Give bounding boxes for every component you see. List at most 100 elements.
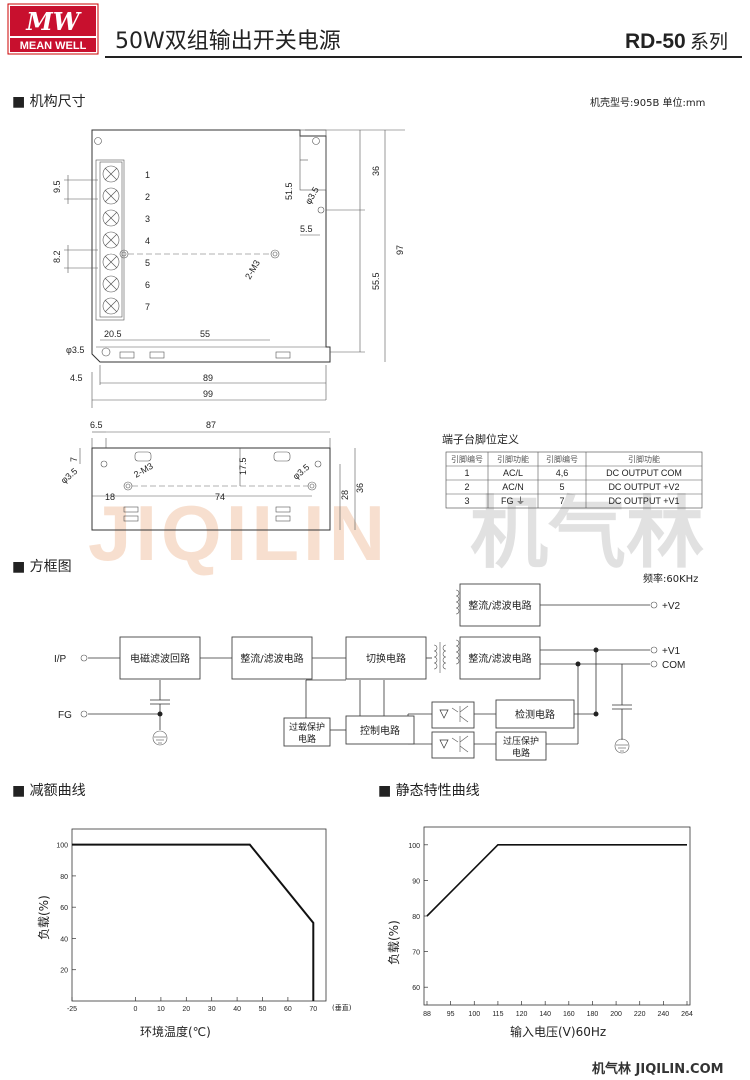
detection-box xyxy=(495,699,575,729)
derating-y-tick-label: 20 xyxy=(60,968,68,975)
com-terminal xyxy=(650,660,658,668)
pin-table-cell: 1 xyxy=(464,468,469,478)
static-y-tick-label: 80 xyxy=(412,914,420,921)
static-y-tick-label: 90 xyxy=(412,878,420,885)
dim-7: 7 xyxy=(69,457,79,462)
rectifier-box xyxy=(231,636,313,680)
rectifier-v2-label: 整流/滤波电路 xyxy=(468,599,531,612)
static-xlabel: 输入电压(V)60Hz xyxy=(510,1024,606,1039)
static-y-tick-label: 70 xyxy=(412,950,420,957)
derating-y-tick-label: 60 xyxy=(60,905,68,912)
dim-17-5: 17.5 xyxy=(238,457,248,475)
static-x-tick-label: 120 xyxy=(516,1011,528,1018)
derating-x-tick-label: 60 xyxy=(284,1006,292,1013)
static-plot-frame xyxy=(423,826,691,1006)
derating-x-tick-label: -25 xyxy=(67,1006,77,1013)
watermark-cjk: 机气林 xyxy=(470,489,704,579)
top-view-drawing xyxy=(64,129,405,408)
optocoupler-icon xyxy=(431,701,475,729)
derating-y-tick-label: 100 xyxy=(56,843,68,850)
dim-8-2: 8.2 xyxy=(52,250,62,263)
derating-y-tick-label: 40 xyxy=(60,936,68,943)
v1-label: +V1 xyxy=(662,646,681,657)
pin-label-4: 4 xyxy=(145,236,150,246)
ocp-label-1: 过载保护 xyxy=(289,721,325,733)
derating-xlabel: 环境温度(℃) xyxy=(140,1024,211,1039)
pin-table-header: 引脚编号 xyxy=(546,454,578,464)
derating-plot-frame xyxy=(71,828,327,1002)
static-x-tick-label: 95 xyxy=(447,1011,455,1018)
static-x-tick-label: 160 xyxy=(563,1011,575,1018)
pin-table-cell: 5 xyxy=(559,482,564,492)
fg-terminal xyxy=(80,710,88,718)
control-box xyxy=(345,715,415,745)
dim-89: 89 xyxy=(203,373,213,383)
dim-51-5: 51.5 xyxy=(284,182,294,200)
section-derating: ■ 减额曲线 xyxy=(12,783,86,799)
pin-table-cell: DC OUTPUT +V1 xyxy=(608,496,679,506)
pin-table-cell: 7 xyxy=(559,496,564,506)
ground-symbol xyxy=(152,730,168,746)
logo-mark: MW xyxy=(25,7,82,36)
pin-table-cell: 4,6 xyxy=(556,468,569,478)
ocp-box xyxy=(283,717,331,747)
derating-x-tick-label: 40 xyxy=(233,1006,241,1013)
side-view-drawing xyxy=(79,431,356,531)
ovp-label-1: 过压保护 xyxy=(503,735,539,747)
pin-table-cell: 2 xyxy=(464,482,469,492)
pin-label-2: 2 xyxy=(145,192,150,202)
pin-table: 端子台脚位定义 引脚编号 引脚功能 引脚编号 引脚功能 1 AC/L 4,6 D… xyxy=(442,432,703,509)
static-x-tick-label: 240 xyxy=(658,1011,670,1018)
dim-4-5: 4.5 xyxy=(70,373,83,383)
control-label: 控制电路 xyxy=(360,724,400,737)
pin-label-7: 7 xyxy=(145,302,150,312)
pin-table-header: 引脚功能 xyxy=(628,454,660,464)
dim-phi-3-5-a: φ3.5 xyxy=(66,345,84,355)
pin-table-title: 端子台脚位定义 xyxy=(442,432,519,446)
dim-2-m3-b: 2-M3 xyxy=(132,461,155,480)
static-x-tick-label: 264 xyxy=(681,1011,693,1018)
derating-x-tick-label: 70 xyxy=(309,1006,317,1013)
ip-terminal xyxy=(80,654,88,662)
optocoupler-icon xyxy=(431,731,475,759)
pin-table-header: 引脚编号 xyxy=(451,454,483,464)
pin-label-3: 3 xyxy=(145,214,150,224)
dim-97: 97 xyxy=(395,245,405,255)
rectifier-v2-box xyxy=(459,583,541,627)
dim-phi-3-5-c: φ3.5 xyxy=(59,466,79,485)
com-label: COM xyxy=(662,660,685,671)
dim-phi-3-5-d: φ3.5 xyxy=(291,462,311,481)
static-ylabel: 负载(%) xyxy=(387,920,401,965)
derating-x-tick-label: 0 xyxy=(134,1006,138,1013)
dim-20-5: 20.5 xyxy=(104,329,122,339)
dim-phi-3-5-b: φ3.5 xyxy=(303,185,321,206)
fg-label: FG xyxy=(58,710,72,721)
pin-table-cell: DC OUTPUT COM xyxy=(606,468,682,478)
pin-table-cell: 3 xyxy=(464,496,469,506)
switching-box xyxy=(345,636,427,680)
ip-label: I/P xyxy=(54,654,67,665)
v2-label: +V2 xyxy=(662,601,681,612)
derating-y-tick-label: 80 xyxy=(60,874,68,881)
static-y-tick-label: 100 xyxy=(408,843,420,850)
dim-36-side: 36 xyxy=(355,483,365,493)
section-block-diagram: ■ 方框图 xyxy=(12,559,72,575)
dim-28: 28 xyxy=(340,490,350,500)
pin-label-5: 5 xyxy=(145,258,150,268)
static-x-tick-label: 220 xyxy=(634,1011,646,1018)
section-static: ■ 静态特性曲线 xyxy=(378,783,480,799)
meanwell-logo: MW MEAN WELL xyxy=(7,3,99,55)
ovp-label-2: 电路 xyxy=(512,747,530,759)
dim-2-m3-a: 2-M3 xyxy=(243,258,262,281)
ovp-box xyxy=(495,731,547,761)
terminal-screws xyxy=(102,165,120,315)
dim-5-5: 5.5 xyxy=(300,224,313,234)
derating-series-line xyxy=(72,843,315,1001)
footer-watermark: 机气林 JIQILIN.COM xyxy=(592,1061,724,1077)
watermark-latin: JIQILIN xyxy=(88,489,389,577)
section-mechanical: ■ 机构尺寸 xyxy=(12,94,86,110)
pin-label-1: 1 xyxy=(145,170,150,180)
emi-filter-label: 电磁滤波回路 xyxy=(130,652,190,665)
v2-terminal xyxy=(650,601,658,609)
